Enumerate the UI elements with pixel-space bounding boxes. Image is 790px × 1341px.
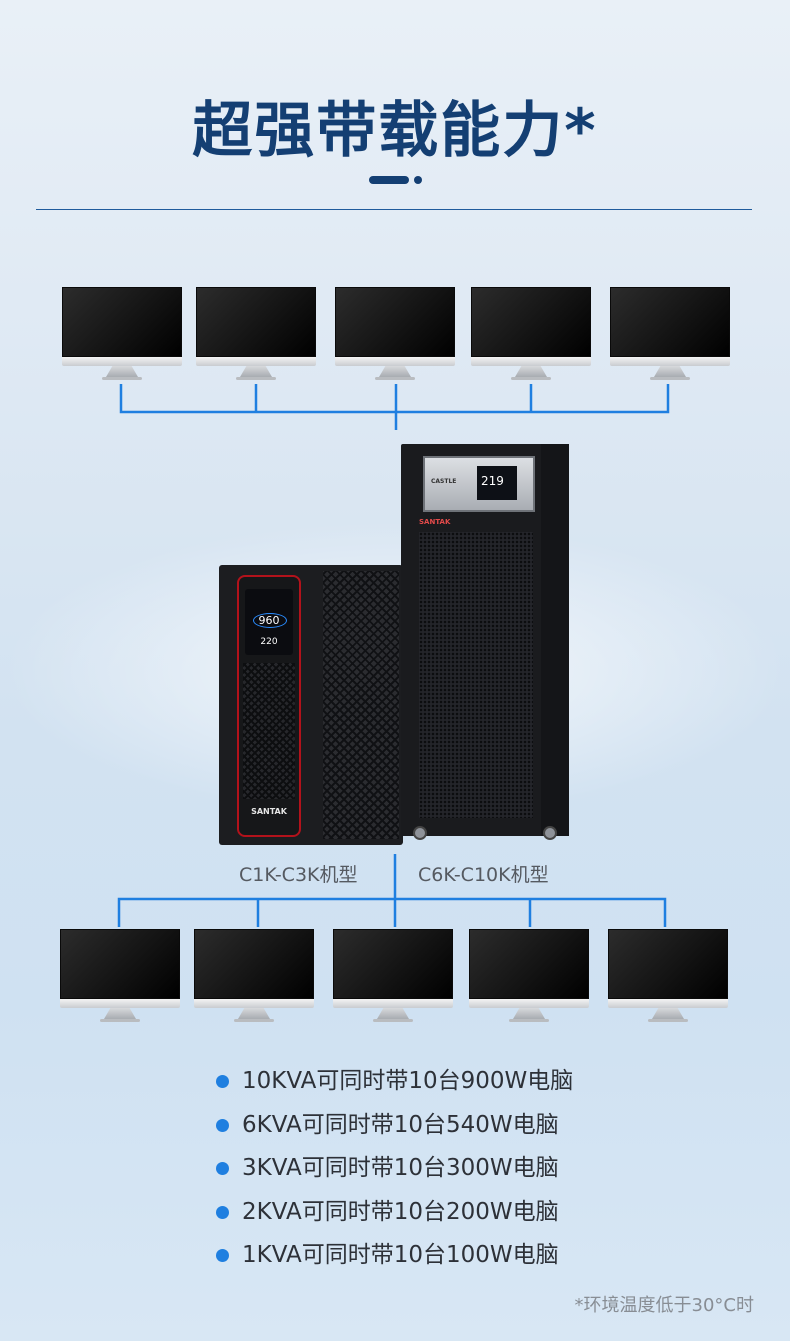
list-item: 3KVA可同时带10台300W电脑: [214, 1151, 573, 1195]
ups-small-display-value-2: 220: [260, 637, 278, 647]
ups-large-mesh: [419, 532, 533, 818]
monitor-bottom-5: [608, 929, 728, 1025]
model-label-large: C6K-C10K机型: [418, 864, 549, 886]
title-underline-dot: [414, 176, 422, 184]
ups-small-brand: SANTAK: [251, 807, 287, 816]
list-item: 1KVA可同时带10台100W电脑: [214, 1238, 573, 1282]
monitor-bottom-4: [469, 929, 589, 1025]
ups-large-brand: SANTAK: [419, 518, 451, 526]
monitor-bottom-3: [333, 929, 453, 1025]
caster-wheel-icon: [543, 826, 557, 840]
display-ring-icon: [253, 613, 287, 628]
ups-large-tower: CASTLE 219 SANTAK: [401, 444, 569, 840]
caster-wheel-icon: [413, 826, 427, 840]
ups-small-display: 960 220: [245, 589, 293, 655]
ups-large-side: [541, 444, 569, 836]
capacity-list: 10KVA可同时带10台900W电脑 6KVA可同时带10台540W电脑 3KV…: [214, 1064, 573, 1282]
list-item: 6KVA可同时带10台540W电脑: [214, 1108, 573, 1152]
list-item: 2KVA可同时带10台200W电脑: [214, 1195, 573, 1239]
monitor-top-3: [335, 287, 455, 383]
ups-small-display-value: 960: [258, 614, 280, 627]
monitor-bottom-2: [194, 929, 314, 1025]
page-title: 超强带载能力*: [192, 96, 598, 166]
ups-small-front: 960 220 SANTAK: [237, 575, 301, 837]
ups-small-tower: 960 220 SANTAK: [219, 565, 403, 845]
bottom-bus-line: [117, 897, 667, 927]
ups-large-display: 219: [477, 466, 517, 500]
ups-large-display-value: 219: [481, 474, 504, 488]
model-label-small: C1K-C3K机型: [239, 864, 358, 886]
monitor-top-1: [62, 287, 182, 383]
ups-small-mesh: [243, 663, 295, 799]
ups-large-panel-label: CASTLE: [431, 478, 457, 485]
monitor-top-5: [610, 287, 730, 383]
header-divider: [36, 209, 752, 210]
ups-small-side-grill: [323, 571, 399, 839]
list-item: 10KVA可同时带10台900W电脑: [214, 1064, 573, 1108]
title-underline-bar: [369, 176, 409, 184]
top-bus-line: [119, 384, 670, 414]
ups-large-control-panel: CASTLE 219: [423, 456, 535, 512]
footnote: *环境温度低于30°C时: [574, 1295, 754, 1316]
monitor-top-4: [471, 287, 591, 383]
monitor-top-2: [196, 287, 316, 383]
monitor-bottom-1: [60, 929, 180, 1025]
